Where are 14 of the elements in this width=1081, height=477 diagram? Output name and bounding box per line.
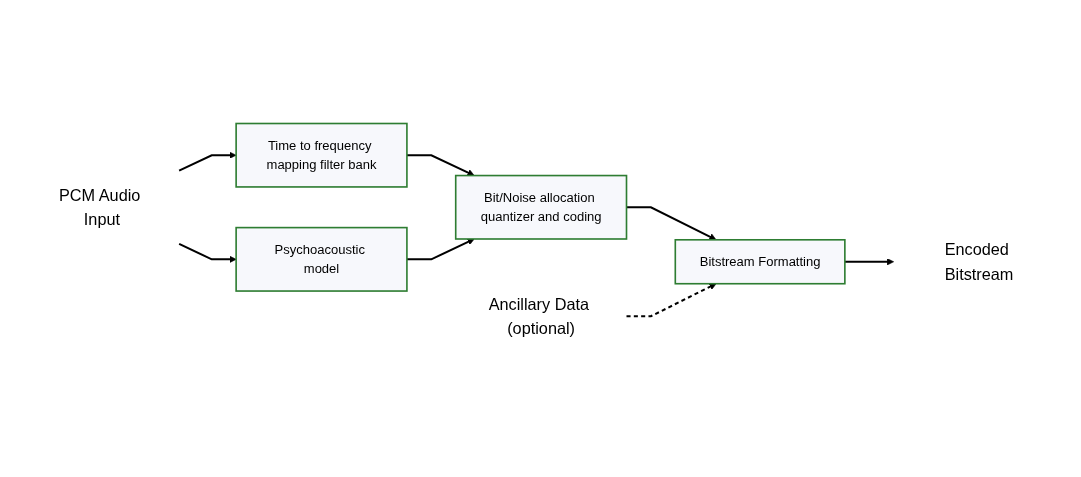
- node-box: Time to frequency mapping filter bank: [235, 123, 408, 189]
- arrow: [844, 258, 894, 266]
- node-text: Ancillary Data (optional): [488, 295, 590, 338]
- arrow: [178, 243, 237, 264]
- arrow: [178, 151, 237, 172]
- arrow: [406, 238, 475, 261]
- node-text: PCM Audio Input: [58, 186, 141, 229]
- node-box: Psychoacoustic model: [235, 227, 408, 293]
- arrow: [626, 206, 717, 241]
- node-box: Bitstream Formatting: [674, 239, 846, 285]
- arrow: [406, 154, 475, 177]
- arrow: [626, 283, 717, 318]
- node-text: Encoded Bitstream: [944, 240, 1014, 284]
- node-box: Bit/Noise allocation quantizer and coding: [454, 175, 628, 241]
